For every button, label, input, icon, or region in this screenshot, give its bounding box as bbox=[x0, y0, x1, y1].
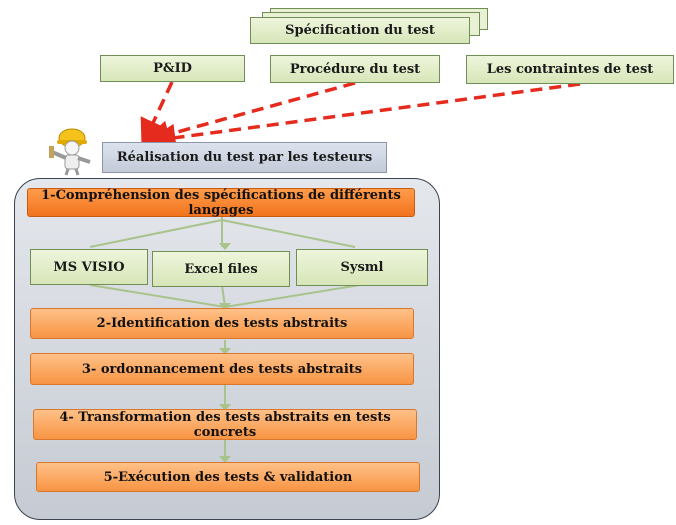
arrow-contraintes-to-realisation bbox=[147, 82, 581, 152]
step-3-label: 3- ordonnancement des tests abstraits bbox=[81, 361, 363, 377]
excel-files-box: Excel files bbox=[152, 251, 290, 287]
step-5-box: 5-Exécution des tests & validation bbox=[36, 462, 420, 492]
sysml-box: Sysml bbox=[296, 249, 428, 286]
sysml-label: Sysml bbox=[340, 260, 384, 275]
step-1-label: 1-Compréhension des spécifications de di… bbox=[41, 187, 401, 218]
spec-label: Spécification du test bbox=[285, 23, 435, 38]
ms-visio-box: MS VISIO bbox=[30, 249, 148, 285]
realisation-box: Réalisation du test par les testeurs bbox=[102, 142, 387, 173]
step-2-box: 2-Identification des tests abstraits bbox=[30, 308, 414, 339]
arrow-pid-to-realisation bbox=[140, 81, 174, 148]
spec-box: Spécification du test bbox=[250, 17, 470, 44]
realisation-label: Réalisation du test par les testeurs bbox=[116, 150, 373, 165]
step-4-box: 4- Transformation des tests abstraits en… bbox=[33, 409, 417, 440]
excel-files-label: Excel files bbox=[184, 261, 258, 277]
contraintes-box: Les contraintes de test bbox=[466, 55, 674, 84]
step-1-box: 1-Compréhension des spécifications de di… bbox=[27, 187, 415, 218]
step-4-label: 4- Transformation des tests abstraits en… bbox=[59, 409, 391, 440]
step-2-label: 2-Identification des tests abstraits bbox=[96, 316, 348, 331]
construction-worker-icon bbox=[49, 128, 91, 176]
contraintes-label: Les contraintes de test bbox=[486, 62, 654, 77]
procedure-box: Procédure du test bbox=[270, 55, 440, 83]
step-3-box: 3- ordonnancement des tests abstraits bbox=[30, 353, 414, 385]
ms-visio-label: MS VISIO bbox=[53, 259, 125, 275]
arrow-procedure-to-realisation bbox=[141, 81, 356, 148]
pid-box: P&ID bbox=[100, 55, 245, 82]
step-5-label: 5-Exécution des tests & validation bbox=[103, 469, 353, 485]
pid-label: P&ID bbox=[153, 61, 192, 76]
procedure-label: Procédure du test bbox=[289, 61, 421, 77]
